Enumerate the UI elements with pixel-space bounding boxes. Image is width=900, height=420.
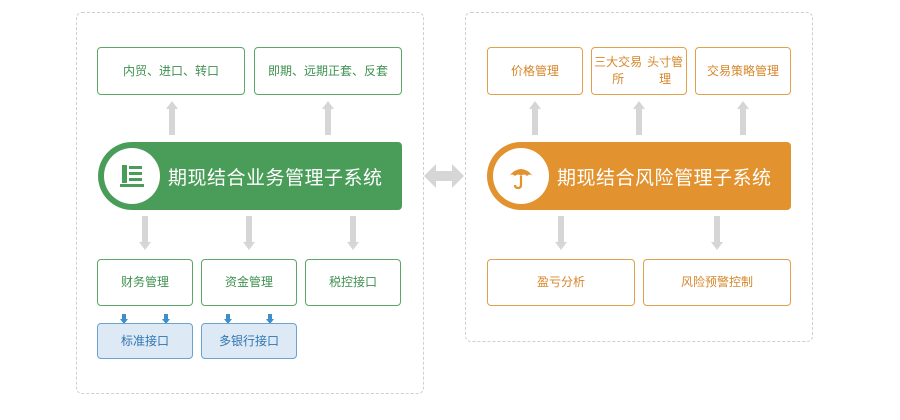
- business-subsystem-banner: 期现结合业务管理子系统: [98, 142, 402, 210]
- arbitrage-types-line-2: 正套、反套: [328, 63, 389, 78]
- business-subsystem-panel: [76, 12, 424, 394]
- arrow-up-icon: [322, 101, 334, 135]
- risk-subsystem-title: 期现结合风险管理子系统: [557, 166, 772, 189]
- multi-bank-interface-box: 多银行接口: [201, 323, 297, 359]
- fund-management-box: 资金管理: [201, 259, 297, 306]
- finance-management-box: 财务管理: [97, 259, 193, 306]
- exchange-position-line-2: 头寸管理: [647, 55, 684, 86]
- trade-types-line-1: 内贸、进口、转口: [122, 63, 219, 78]
- arrow-up-icon: [529, 101, 541, 135]
- arrow-down-icon: [555, 216, 567, 250]
- arbitrage-types-line-1: 即期、远期: [267, 63, 328, 78]
- price-management-box: 价格管理: [487, 47, 583, 95]
- mini-arrow-down-icon: [266, 314, 274, 324]
- standard-interface-box: 标准接口: [97, 323, 193, 359]
- trade-strategy-box: 交易策略管理: [695, 47, 791, 95]
- arrow-down-icon: [347, 216, 359, 250]
- document-stack-icon: [104, 148, 160, 204]
- arrow-up-icon: [166, 101, 178, 135]
- risk-subsystem-panel: [465, 12, 813, 342]
- trade-types-box: 内贸、进口、转口: [97, 47, 245, 95]
- risk-warning-box: 风险预警控制: [643, 259, 791, 306]
- double-arrow-icon: [424, 162, 464, 190]
- price-management-line-1: 价格管理: [510, 63, 559, 78]
- exchange-position-box: 三大交易所 头寸管理: [591, 47, 687, 95]
- business-subsystem-title: 期现结合业务管理子系统: [168, 166, 383, 189]
- mini-arrow-down-icon: [120, 314, 128, 324]
- arrow-down-icon: [243, 216, 255, 250]
- arbitrage-types-box: 即期、远期 正套、反套: [254, 47, 402, 95]
- arrow-down-icon: [711, 216, 723, 250]
- arrow-up-icon: [633, 101, 645, 135]
- tax-interface-box: 税控接口: [305, 259, 401, 306]
- mini-arrow-down-icon: [162, 314, 170, 324]
- umbrella-icon: [493, 148, 549, 204]
- mini-arrow-down-icon: [224, 314, 232, 324]
- arrow-up-icon: [737, 101, 749, 135]
- arrow-down-icon: [139, 216, 151, 250]
- trade-strategy-line-1: 交易策略管理: [706, 63, 779, 78]
- exchange-position-line-1: 三大交易所: [594, 55, 643, 86]
- pnl-analysis-box: 盈亏分析: [487, 259, 635, 306]
- risk-subsystem-banner: 期现结合风险管理子系统: [487, 142, 791, 210]
